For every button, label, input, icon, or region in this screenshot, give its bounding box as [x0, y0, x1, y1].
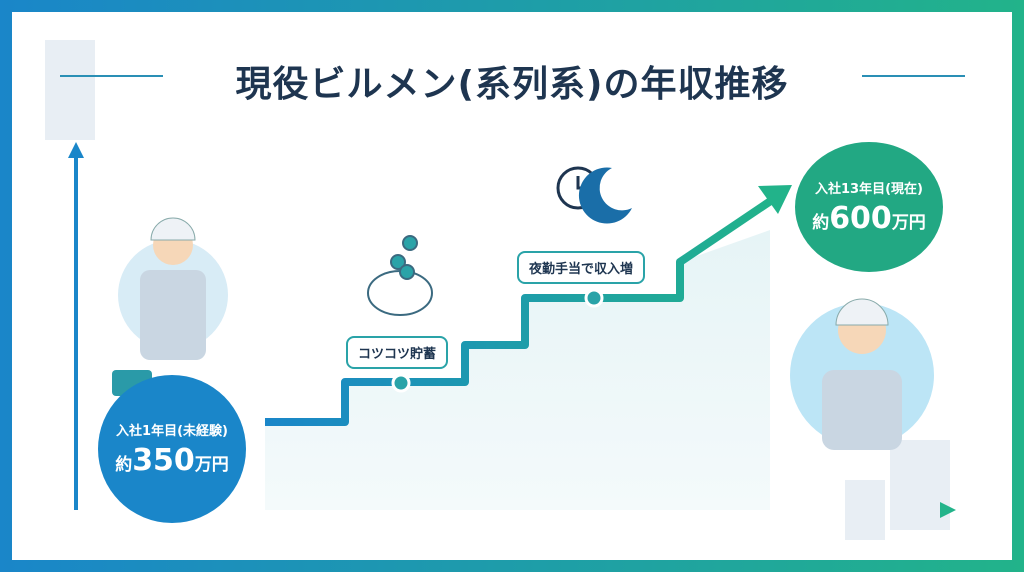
- y-axis-arrow: [68, 142, 84, 158]
- end-unit: 万円: [891, 213, 926, 233]
- start-amount: 350: [132, 443, 195, 478]
- clock-moon-icon: [556, 166, 632, 224]
- salary-stairs: [265, 194, 778, 426]
- worker-start-icon: [112, 217, 228, 396]
- end-salary-badge: 入社13年目(現在) 約600万円: [795, 142, 943, 272]
- start-label: 入社1年目(未経験): [116, 424, 228, 439]
- milestone-dot: [391, 373, 411, 393]
- piggy-bank-icon: [367, 235, 433, 316]
- stairs-arrow-head: [758, 185, 792, 214]
- end-amount: 600: [829, 201, 892, 236]
- title-rule-right: [862, 75, 965, 77]
- start-unit: 万円: [194, 455, 229, 475]
- worker-end-icon: [790, 298, 934, 450]
- x-axis-arrow: [940, 502, 956, 518]
- milestone-dot: [584, 288, 604, 308]
- end-label: 入社13年目(現在): [815, 182, 923, 197]
- start-salary-badge: 入社1年目(未経験) 約350万円: [98, 375, 246, 523]
- milestone-night-shift-label: 夜勤手当で収入増: [517, 251, 646, 284]
- end-prefix: 約: [812, 213, 830, 233]
- page-title: 現役ビルメン(系列系)の年収推移: [235, 64, 789, 105]
- start-prefix: 約: [115, 455, 133, 475]
- title-rule-left: [60, 75, 163, 77]
- milestone-savings-label: コツコツ貯蓄: [346, 336, 449, 369]
